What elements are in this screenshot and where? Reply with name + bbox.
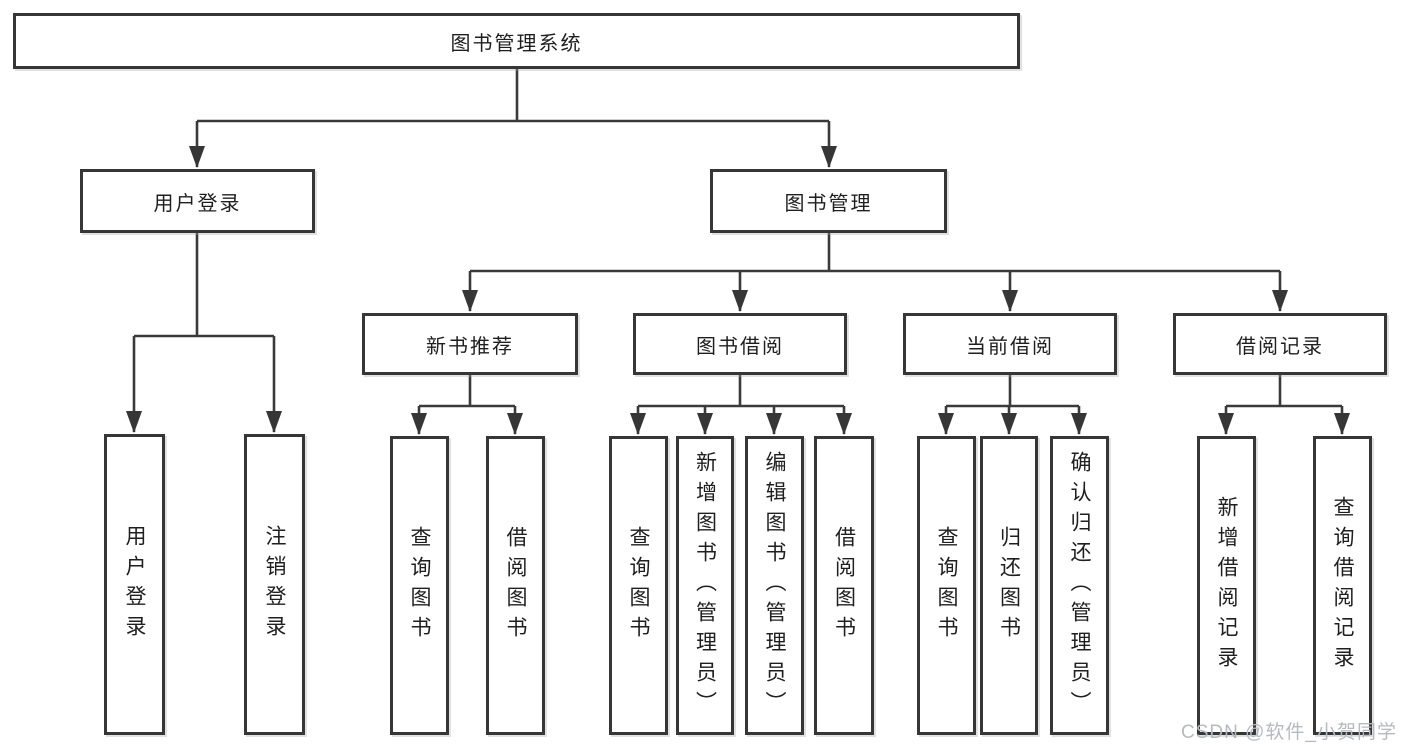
leaf-borrow-query-books: 查询图书 <box>609 436 668 735</box>
leaf-label: 确认归还（管理员） <box>1068 450 1091 721</box>
leaf-current-query-books: 查询图书 <box>917 436 976 735</box>
leaf-current-confirm-return-admin: 确认归还（管理员） <box>1050 436 1109 735</box>
leaf-label: 查询图书 <box>627 525 650 646</box>
node-user-login: 用户登录 <box>80 169 315 233</box>
node-label: 用户登录 <box>153 192 242 215</box>
node-new-book-recommendation: 新书推荐 <box>362 313 578 375</box>
node-book-borrowing: 图书借阅 <box>633 313 847 375</box>
node-label: 当前借阅 <box>966 335 1054 358</box>
leaf-newrec-borrow-books: 借阅图书 <box>486 436 545 735</box>
leaf-records-query-borrow-record: 查询借阅记录 <box>1313 436 1372 735</box>
leaf-borrow-add-books-admin: 新增图书（管理员） <box>676 436 734 735</box>
leaf-label: 查询借阅记录 <box>1331 495 1354 676</box>
leaf-label: 借阅图书 <box>832 525 856 646</box>
node-library-management-system: 图书管理系统 <box>13 13 1020 69</box>
leaf-label: 新增图书（管理员） <box>693 450 717 721</box>
leaf-label: 归还图书 <box>997 525 1021 646</box>
csdn-watermark: CSDN @软件_小贺同学 <box>1181 722 1397 743</box>
leaf-logout: 注销登录 <box>244 434 305 735</box>
node-label: 图书管理 <box>784 192 873 215</box>
leaf-label: 新增借阅记录 <box>1215 495 1238 676</box>
node-label: 图书管理系统 <box>450 32 583 55</box>
node-book-management: 图书管理 <box>710 169 947 233</box>
node-label: 图书借阅 <box>696 335 784 358</box>
leaf-user-login: 用户登录 <box>104 434 165 735</box>
node-borrowing-records: 借阅记录 <box>1173 313 1387 375</box>
leaf-records-add-borrow-record: 新增借阅记录 <box>1197 436 1256 735</box>
leaf-current-return-books: 归还图书 <box>980 436 1038 735</box>
node-current-borrowing: 当前借阅 <box>903 313 1117 375</box>
leaf-borrow-borrow-books: 借阅图书 <box>814 436 874 735</box>
leaf-borrow-edit-books-admin: 编辑图书（管理员） <box>745 436 804 735</box>
leaf-newrec-query-books: 查询图书 <box>390 436 449 735</box>
leaf-label: 借阅图书 <box>504 525 527 646</box>
node-label: 新书推荐 <box>426 335 514 358</box>
leaf-label: 用户登录 <box>123 524 146 645</box>
leaf-label: 查询图书 <box>408 525 431 646</box>
leaf-label: 查询图书 <box>935 525 958 646</box>
leaf-label: 注销登录 <box>263 524 286 645</box>
leaf-label: 编辑图书（管理员） <box>763 450 786 721</box>
node-label: 借阅记录 <box>1236 335 1324 358</box>
